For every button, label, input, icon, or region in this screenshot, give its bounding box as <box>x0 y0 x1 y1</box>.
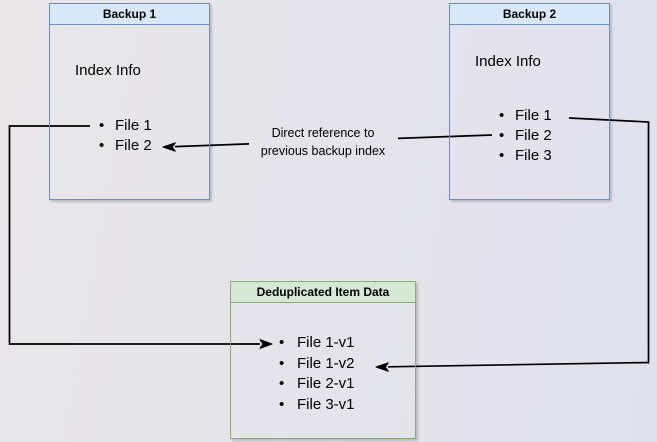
annotation-label: Direct reference to previous backup inde… <box>237 124 409 160</box>
backup2-title: Backup 2 <box>450 4 609 25</box>
dedup-file-item: File 1-v1 <box>279 333 355 354</box>
annotation-line-2: previous backup index <box>260 144 386 158</box>
backup2-file-item: File 2 <box>499 126 552 146</box>
annotation-line-1: Direct reference to <box>271 126 375 140</box>
backup1-box: Backup 1 <box>49 3 210 200</box>
dedup-title: Deduplicated Item Data <box>231 282 415 303</box>
backup1-file-item: File 2 <box>99 136 152 156</box>
backup1-file-item: File 1 <box>99 116 152 136</box>
backup2-file-list: File 1 File 2 File 3 <box>499 106 552 166</box>
backup1-file-list: File 1 File 2 <box>99 116 152 156</box>
backup2-file-item: File 3 <box>499 146 552 166</box>
backup1-index-info-label: Index Info <box>75 62 141 79</box>
dedup-box: Deduplicated Item Data <box>230 281 416 439</box>
dedup-file-item: File 2-v1 <box>279 374 355 395</box>
dedup-file-list: File 1-v1 File 1-v2 File 2-v1 File 3-v1 <box>279 333 355 415</box>
backup2-index-info-label: Index Info <box>475 53 541 70</box>
backup1-title: Backup 1 <box>50 4 209 25</box>
backup2-file-item: File 1 <box>499 106 552 126</box>
dedup-file-item: File 3-v1 <box>279 395 355 416</box>
dedup-file-item: File 1-v2 <box>279 354 355 375</box>
backup2-box: Backup 2 <box>449 3 610 200</box>
